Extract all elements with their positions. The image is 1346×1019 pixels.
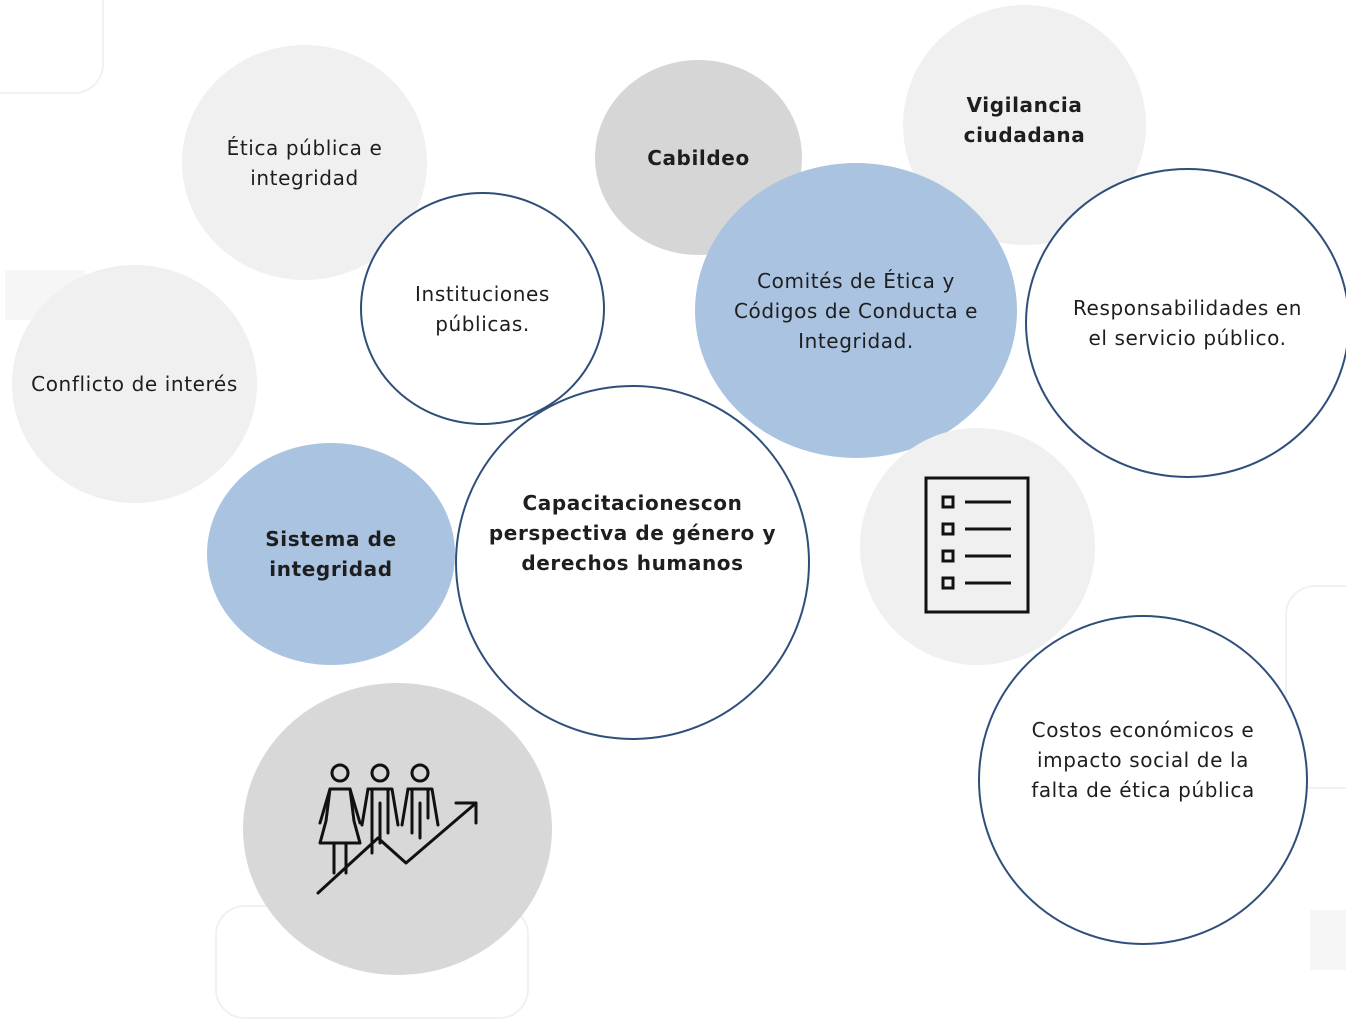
sistema-integridad-label: Sistema de integridad: [265, 527, 397, 581]
responsabilidades-bubble: Responsabilidades en el servicio público…: [1025, 168, 1346, 478]
people-growth-bubble: [243, 683, 552, 975]
etica-publica-label: Ética pública e integridad: [226, 135, 383, 190]
capacitaciones-bubble: Capacitacionescon perspectiva de género …: [455, 385, 810, 740]
people-growth-icon: [308, 763, 488, 907]
cabildeo-label: Cabildeo: [647, 145, 750, 170]
instituciones-bubble: Instituciones públicas.: [360, 192, 605, 425]
checklist-icon: [923, 475, 1033, 619]
costos-bubble: Costos económicos e impacto social de la…: [978, 615, 1308, 945]
conflicto-interes-bubble: Conflicto de interés: [12, 265, 257, 503]
costos-label: Costos económicos e impacto social de la…: [1031, 718, 1255, 802]
capacitaciones-label: Capacitacionescon perspectiva de género …: [488, 490, 777, 575]
vigilancia-ciudadana-label: Vigilancia ciudadana: [963, 93, 1086, 147]
background-square: [1310, 910, 1346, 970]
instituciones-label: Instituciones públicas.: [415, 281, 550, 336]
background-frame: [1285, 585, 1346, 789]
responsabilidades-label: Responsabilidades en el servicio público…: [1072, 296, 1303, 350]
background-frame: [0, 0, 104, 94]
sistema-integridad-bubble: Sistema de integridad: [207, 443, 455, 665]
conflicto-interes-label: Conflicto de interés: [31, 372, 238, 396]
checklist-bubble: [860, 428, 1095, 665]
comites-label: Comités de Ética y Códigos de Conducta e…: [733, 268, 979, 353]
comites-bubble: Comités de Ética y Códigos de Conducta e…: [695, 163, 1017, 458]
